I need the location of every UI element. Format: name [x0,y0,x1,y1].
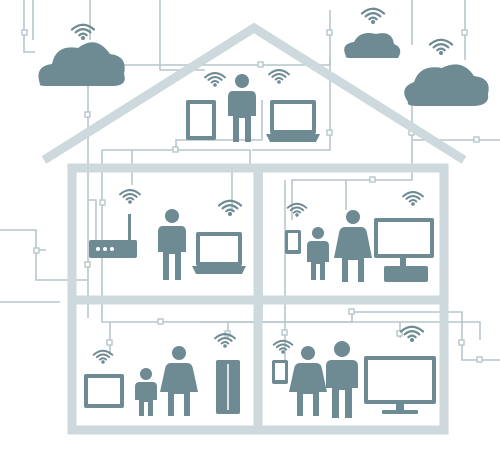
tablet-icon [84,374,124,408]
woman-icon [160,346,198,416]
wifi-icon [272,339,294,354]
laptop-icon [266,100,320,142]
wifi-icon [402,191,424,206]
wifi-icon [360,7,386,24]
cloud-icon [404,64,489,106]
cloud-icon [38,42,125,86]
router-icon [89,214,137,258]
cloud-icon [344,33,401,58]
child-icon [135,368,157,416]
person-icon [326,341,358,418]
wifi-icon [286,202,308,217]
wifi-icon [214,333,236,348]
tv-icon [364,356,436,414]
house-outline [41,22,467,435]
wifi-icon [399,325,425,342]
desktop-monitor-icon [374,218,434,282]
wifi-icon [92,349,114,364]
wifi-icon [428,38,454,55]
wifi-icon [70,23,96,40]
smartphone-icon [272,360,288,384]
person-icon [228,74,256,142]
wifi-icon [217,199,243,216]
woman-icon [334,210,372,282]
child-icon [307,227,329,280]
wifi-icon [204,72,226,87]
smartphone-icon [285,230,301,254]
wifi-icon [268,69,290,84]
person-icon [158,209,186,280]
woman-icon [289,346,327,416]
wifi-signals [70,7,454,364]
tablet-icon [186,100,216,140]
speaker-icon [216,360,240,414]
wifi-icon [119,189,141,204]
laptop-icon [192,232,246,274]
